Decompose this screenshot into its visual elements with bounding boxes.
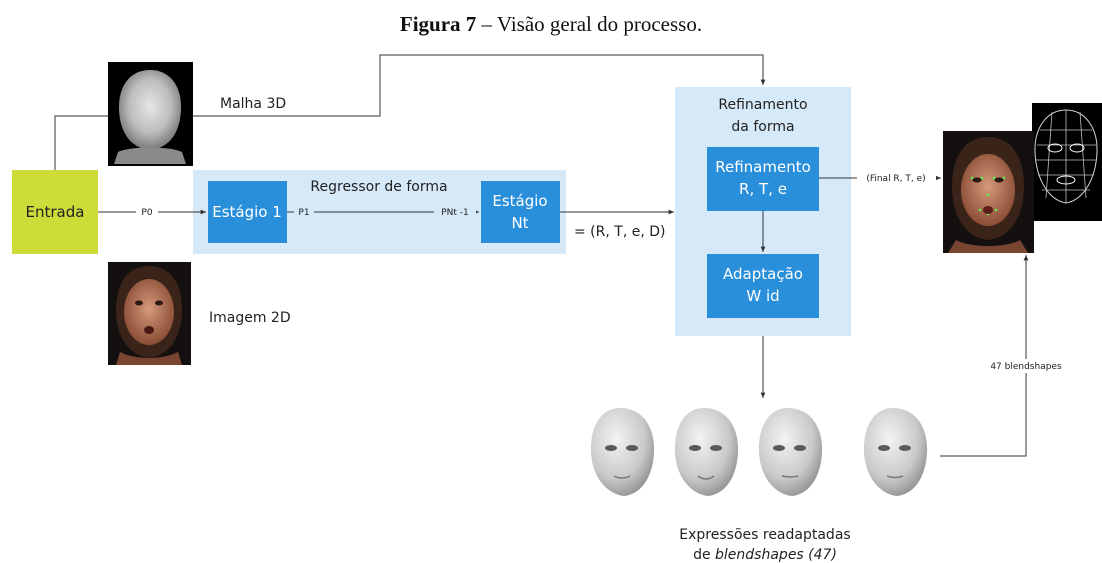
refinement-group-title-line2: da forma [731,119,794,135]
edge-label-pnt: PNt -1 [441,208,469,218]
figure-number: Figura 7 [399,12,477,36]
stage1-box [208,181,287,243]
pnt-label-bg [434,205,476,219]
adapt-box [707,254,819,318]
image-label: Imagem 2D [209,310,291,326]
adapt-label-line1: Adaptação [723,265,803,283]
blendshape-head-4 [863,408,928,496]
edge-label-output-tuple: = (R, T, e, D) [574,224,665,240]
edge-label-p0: P0 [141,208,152,218]
blendshape-caption-line2: de blendshapes (47) [693,547,837,563]
input-box [12,170,98,254]
refine-rte-label-line1: Refinamento [715,158,811,176]
blendshape-caption-line1: Expressões readaptadas [679,527,850,543]
face-2d-image [108,262,191,365]
regressor-title: Regressor de forma [310,179,447,195]
p1-label-bg [294,205,314,219]
refine-rte-box [707,147,819,211]
blendshape-head-2 [674,408,739,496]
blend-count-label-bg [985,359,1067,373]
edge-blendshapes-to-output [940,254,1029,457]
edge-input-to-mesh [54,115,108,170]
stageN-label-line2: Nt [511,214,528,232]
edge-label-blend-count: 47 blendshapes [990,362,1062,372]
figure-caption: – Visão geral do processo. [476,12,703,36]
mesh-depth-image [108,62,193,166]
final-label-bg [857,171,936,185]
stageN-label-line1: Estágio [492,192,547,210]
edge-label-p1: P1 [298,208,309,218]
p0-label-bg [136,205,158,219]
stage1-label: Estágio 1 [212,203,282,221]
refine-rte-label-line2: R, T, e [739,180,787,198]
input-label: Entrada [26,203,85,221]
blendshape-head-3 [758,408,823,496]
output-wireframe-image [1032,103,1102,221]
figure-title: Figura 7 – Visão geral do processo. [0,12,1102,37]
blendshape-head-1 [590,408,655,496]
blendshape-caption-prefix: de [693,547,715,563]
output-face-image [943,131,1034,253]
mesh-label: Malha 3D [220,96,286,112]
stageN-box [481,181,560,243]
refinement-group-title-line1: Refinamento [718,97,807,113]
adapt-label-line2: W id [746,287,779,305]
edge-label-final: (Final R, T, e) [866,174,925,184]
blendshape-caption-italic: blendshapes (47) [715,547,837,563]
edge-mesh-to-refinement [193,54,766,117]
